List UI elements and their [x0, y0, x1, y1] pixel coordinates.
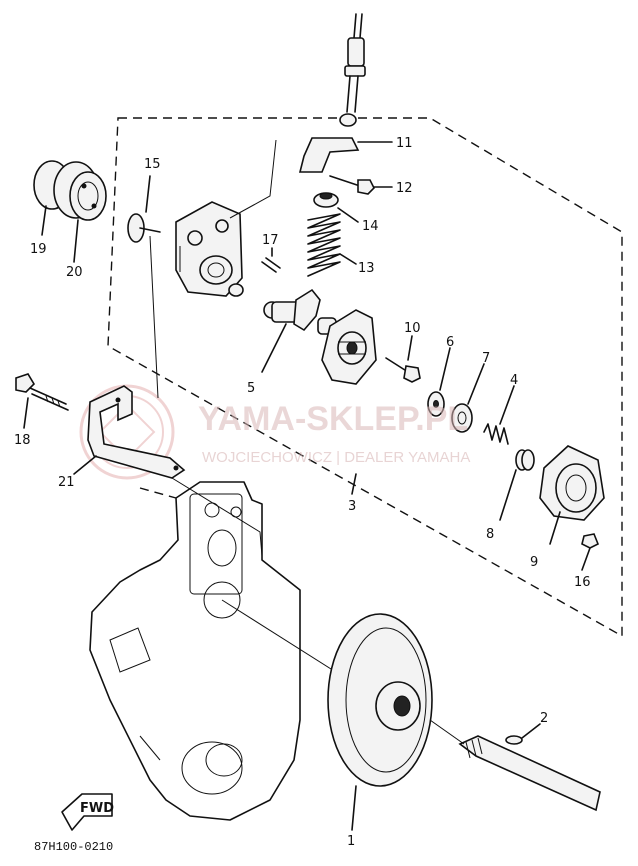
control-cable	[339, 13, 366, 127]
leader-line-left	[149, 235, 159, 399]
washer-pin-part-15	[127, 175, 161, 243]
shaft	[429, 719, 601, 812]
callout-18: 18	[14, 433, 31, 448]
callout-13: 13	[358, 261, 375, 276]
bolt-part-12	[329, 175, 393, 195]
callout-21: 21	[58, 475, 75, 490]
drive-gear-part-5	[261, 288, 321, 373]
forward-arrow-icon	[61, 793, 113, 831]
forward-arrow-label: FWD	[80, 801, 114, 816]
callout-14: 14	[362, 219, 379, 234]
spring-part-4	[483, 385, 515, 445]
watermark-subtitle: WOJCIECHOWICZ | DEALER YAMAHA	[202, 449, 470, 466]
leader-housing	[229, 139, 277, 219]
drawing-code: 87H100-0210	[34, 840, 113, 854]
bolt-part-18	[15, 373, 69, 429]
callout-17: 17	[262, 233, 279, 248]
callout-6: 6	[446, 335, 454, 350]
callout-3: 3	[348, 499, 356, 514]
bracket-part-21	[73, 385, 186, 479]
callout-15: 15	[144, 157, 161, 172]
pump-cover-part-9	[539, 445, 605, 545]
callout-9: 9	[530, 555, 538, 570]
callout-10: 10	[404, 321, 421, 336]
seal-part-7	[451, 363, 485, 433]
bearing-part-20	[69, 171, 107, 263]
lever-bracket-part-11	[298, 137, 393, 173]
callout-4: 4	[510, 373, 518, 388]
callout-12: 12	[396, 181, 413, 196]
callout-1: 1	[347, 834, 355, 849]
leader-part-3	[351, 473, 357, 495]
spring-part-13	[307, 213, 357, 277]
callout-19: 19	[30, 242, 47, 257]
leader-line-bracket	[171, 477, 263, 557]
screw-part-16	[581, 533, 600, 571]
callout-7: 7	[482, 351, 490, 366]
callout-2: 2	[540, 711, 548, 726]
watermark-brand: YAMA-SKLEP.PL	[198, 400, 468, 438]
washer-part-8	[499, 449, 535, 521]
pin-part-17	[261, 247, 281, 273]
crankcase-outline	[89, 481, 301, 821]
callout-16: 16	[574, 575, 591, 590]
leader-line-dashed	[139, 487, 177, 499]
callout-11: 11	[396, 136, 413, 151]
assembly-boundary	[107, 117, 623, 638]
washer-part-6	[427, 347, 451, 417]
spring-cap-part-14	[313, 192, 359, 223]
pump-cover-assembly	[317, 309, 377, 385]
pulley-part-1	[327, 613, 433, 831]
key-part-2	[505, 723, 541, 745]
pump-housing	[175, 201, 244, 297]
callout-5: 5	[247, 381, 255, 396]
callout-8: 8	[486, 527, 494, 542]
bolt-part-10	[385, 335, 421, 383]
callout-20: 20	[66, 265, 83, 280]
